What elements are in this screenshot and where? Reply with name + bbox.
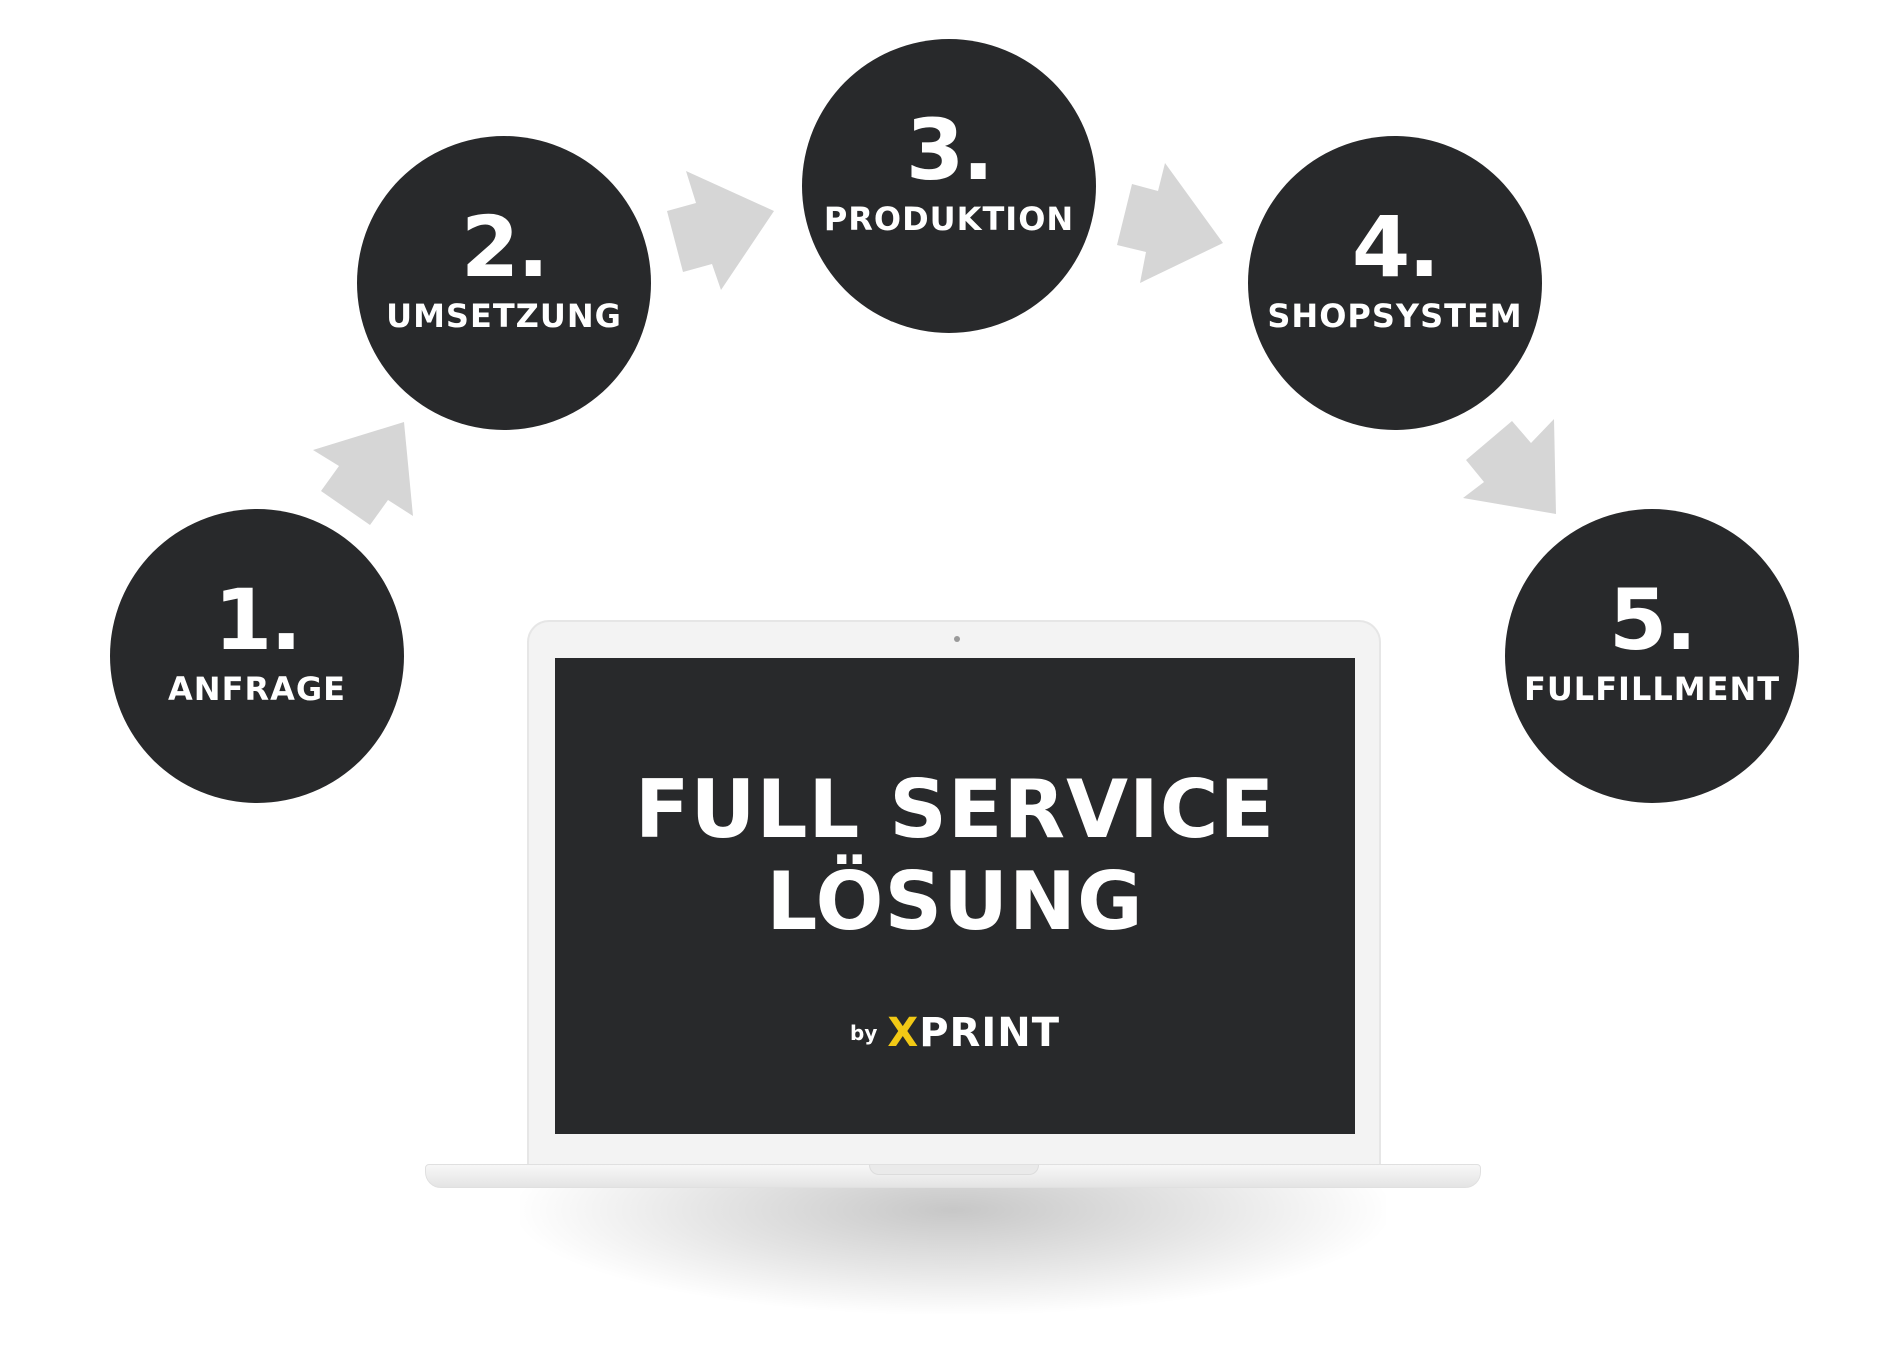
laptop-screen: FULL SERVICE LÖSUNG by XPRINT — [555, 658, 1355, 1134]
brand-name: PRINT — [919, 1010, 1060, 1056]
brand-logo: XPRINT — [887, 1010, 1060, 1056]
step-number: 4. — [1351, 198, 1440, 296]
step-number: 2. — [460, 198, 549, 296]
step-number: 1. — [213, 571, 302, 669]
laptop-base — [425, 1164, 1481, 1188]
step-umsetzung: 2. UMSETZUNG — [357, 136, 651, 430]
thick-arrow-icon — [313, 422, 413, 525]
step-fulfillment: 5. FULFILLMENT — [1505, 509, 1799, 803]
step-label: ANFRAGE — [168, 670, 346, 708]
step-label: SHOPSYSTEM — [1267, 297, 1523, 335]
step-number: 5. — [1608, 571, 1697, 669]
screen-title-line-1: FULL SERVICE — [634, 763, 1276, 856]
step-label: UMSETZUNG — [386, 297, 622, 335]
screen-title: FULL SERVICE LÖSUNG — [555, 764, 1355, 948]
camera-icon — [954, 636, 960, 642]
brand-byline: by XPRINT — [555, 1010, 1355, 1056]
step-label: PRODUKTION — [823, 200, 1075, 238]
thick-arrow-icon — [1117, 163, 1223, 283]
step-number: 3. — [905, 101, 994, 199]
laptop-icon: FULL SERVICE LÖSUNG by XPRINT — [527, 620, 1381, 1168]
by-text: by — [850, 1021, 878, 1045]
laptop-notch — [869, 1165, 1039, 1175]
step-produktion: 3. PRODUKTION — [802, 39, 1096, 333]
screen-title-line-2: LÖSUNG — [766, 855, 1144, 948]
thick-arrow-icon — [667, 171, 774, 290]
step-anfrage: 1. ANFRAGE — [110, 509, 404, 803]
thick-arrow-icon — [1463, 419, 1556, 514]
step-label: FULFILLMENT — [1523, 670, 1781, 708]
laptop-shadow — [520, 1184, 1386, 1314]
step-shopsystem: 4. SHOPSYSTEM — [1248, 136, 1542, 430]
brand-accent: X — [887, 1010, 920, 1056]
